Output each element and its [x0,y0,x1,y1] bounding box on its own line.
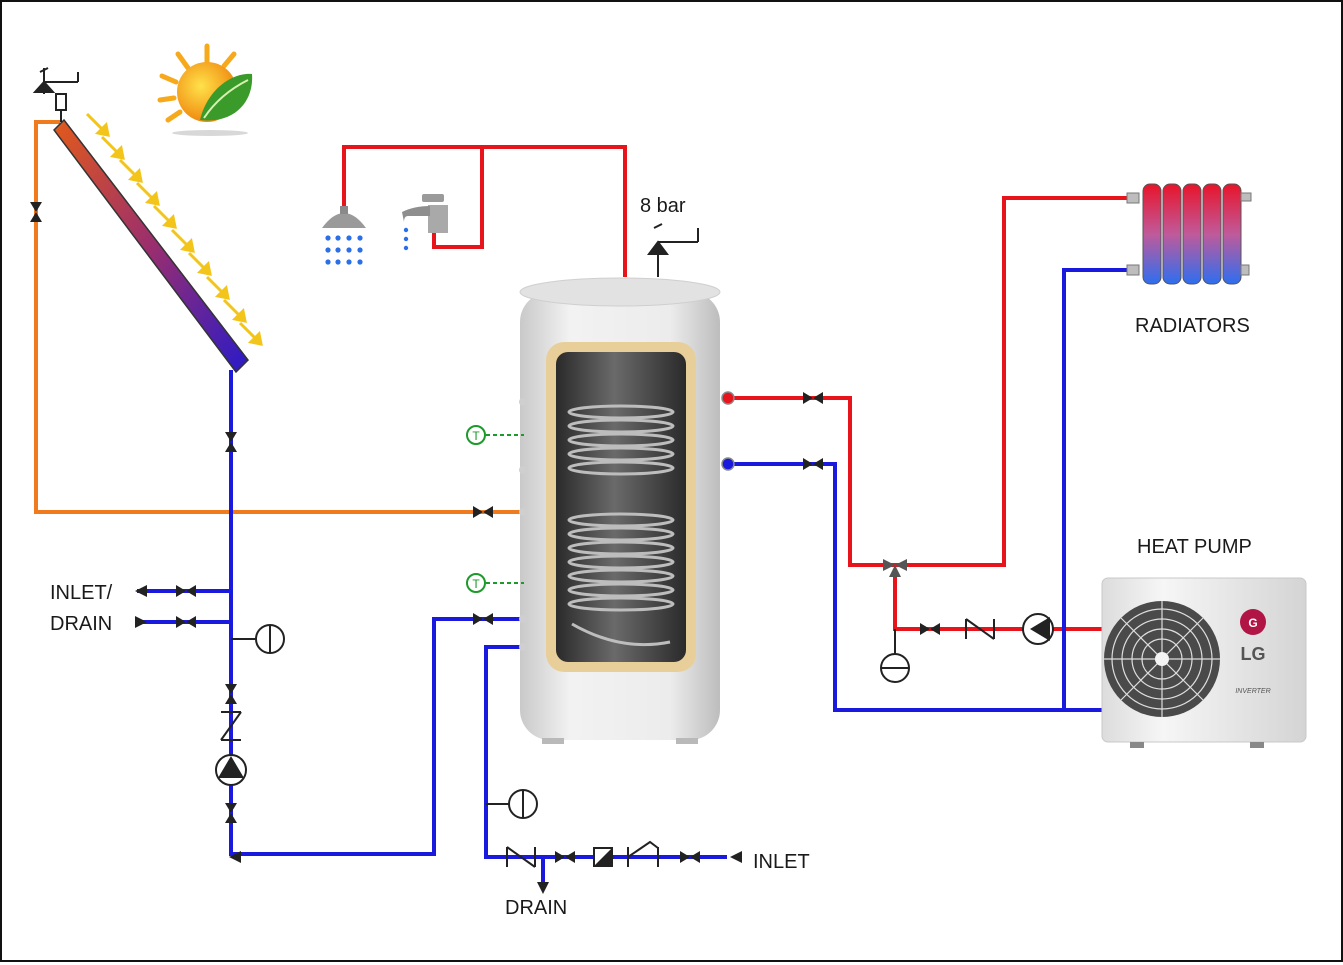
sensor-label-upper: T [472,429,480,443]
valve-icon [176,585,196,597]
solar-collector-icon [53,112,263,374]
drain-label: DRAIN [505,897,567,919]
flow-arrows [135,585,742,894]
valve-icon [920,623,940,635]
valve-icon [176,616,196,628]
valve-icon [473,613,493,625]
air-vent-icon [32,67,79,122]
three-way-valve-icon [883,559,907,577]
hot-water-tank-icon [519,277,735,744]
valve-icon [803,392,823,404]
sun-leaf-logo-icon [157,43,253,136]
heat-pump-label: HEAT PUMP [1137,536,1252,558]
check-valve-icon [965,618,995,640]
filter-icon [593,847,613,867]
valve-icon [30,202,42,222]
expansion-vessel-icon [508,789,538,819]
heating-supply-pipes [728,196,1127,631]
expansion-vessel-icon [255,624,285,654]
temperature-sensor-icon: T [466,573,524,593]
inverter-label: INVERTER [1235,688,1270,695]
check-valve-icon [506,846,536,868]
temperature-sensor-icon: T [466,425,524,445]
safety-valve-icon [647,223,699,277]
sensor-label-lower: T [472,577,480,591]
heat-pump-unit-icon: G LG INVERTER [1101,577,1307,748]
inlet-drain-label-line2: DRAIN [50,613,112,635]
faucet-icon [402,194,448,251]
solar-return-pipes [137,370,522,856]
valve-icon [803,458,823,470]
check-valve-icon [220,711,242,741]
solar-pipes [34,120,522,514]
valve-icon [225,803,237,823]
valve-icon [225,432,237,452]
upper-coil [567,404,675,476]
pump-icon [215,754,247,786]
inlet-drain-label-line1: INLET/ [50,582,113,604]
svg-text:G: G [1248,616,1257,630]
hot-water-pipes [342,145,627,277]
brand-label: LG [1241,644,1266,664]
valve-icon [555,851,575,863]
valve-icon [225,684,237,704]
valve-icon [473,506,493,518]
shower-icon [322,206,366,265]
valve-icon [680,851,700,863]
lower-coil [567,512,675,647]
radiator-icon [1126,183,1252,285]
pump-icon [1022,613,1054,645]
radiators-label: RADIATORS [1135,315,1250,337]
inlet-label: INLET [753,851,810,873]
pressure-label: 8 bar [640,195,686,217]
expansion-vessel-icon [880,629,910,683]
pressure-reducer-icon [627,840,659,867]
heating-return-pipes [728,268,1127,712]
